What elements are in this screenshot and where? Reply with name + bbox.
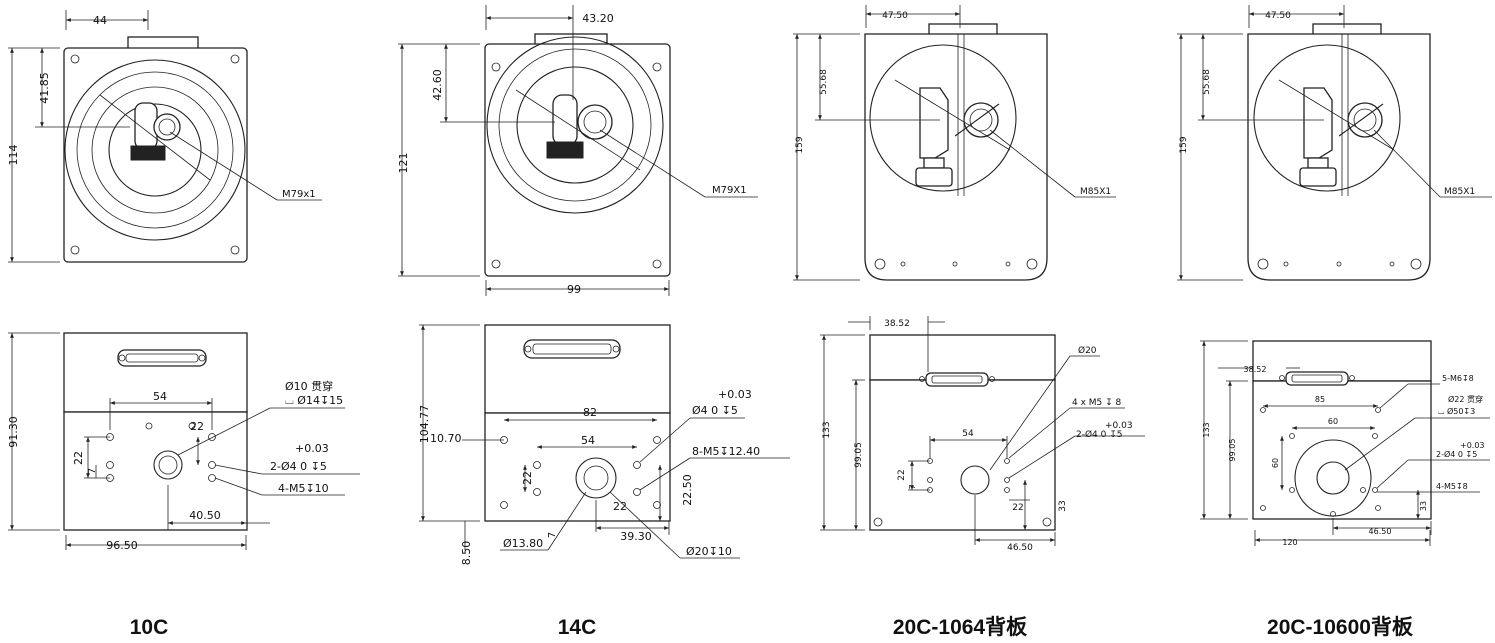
note-14c-through-hole: Ø13.80 bbox=[503, 537, 543, 550]
dim-14c-back-height: 104.77 bbox=[418, 405, 431, 444]
dim-20c1064-height: 159 bbox=[795, 136, 805, 153]
dim-20c1064-back-height: 133 bbox=[822, 421, 832, 438]
note-20c1064-through-hole: Ø20 bbox=[1078, 345, 1097, 356]
note-10c-pin-holes: 2-Ø4 0 ↧5 bbox=[270, 460, 327, 473]
dim-20c10600-thread: M85X1 bbox=[1444, 187, 1475, 197]
dim-20c1064-thread: M85X1 bbox=[1080, 187, 1111, 197]
dim-14c-offset-vertical: 22.50 bbox=[681, 474, 694, 506]
panel-20c-10600: 47.50 55.68 159 M85X1 bbox=[1177, 5, 1492, 639]
caption-10c: 10C bbox=[130, 616, 169, 639]
dim-20c1064-connector-offset: 38.52 bbox=[884, 319, 910, 329]
dim-10c-spacing-7: 7 bbox=[87, 468, 98, 474]
dim-20c10600-outer-spacing: 85 bbox=[1315, 395, 1325, 404]
dim-20c1064-hole-spacing: 54 bbox=[962, 429, 974, 439]
dim-14c-center-height: 42.60 bbox=[431, 69, 444, 101]
dim-20c1064-bottom-offset: 33 bbox=[1058, 500, 1068, 511]
dim-14c-bottom-offset: 8.50 bbox=[460, 541, 473, 566]
panel-14c: 43.20 42.60 121 M79X1 99 bbox=[397, 5, 790, 639]
note-14c-counterbore: Ø20↧10 bbox=[686, 545, 732, 558]
dim-10c-hole-spacing: 54 bbox=[153, 390, 167, 403]
caption-14c: 14C bbox=[558, 616, 597, 639]
dim-14c-center-offset: 43.20 bbox=[582, 12, 614, 25]
note-10c-screw-holes: 4-M5↧10 bbox=[278, 482, 329, 495]
note-20c10600-m5-holes: 4-M5↧8 bbox=[1436, 482, 1468, 491]
dim-10c-height: 114 bbox=[7, 145, 20, 166]
note-20c10600-m6-holes: 5-M6↧8 bbox=[1442, 374, 1474, 383]
caption-20c-10600: 20C-10600背板 bbox=[1267, 615, 1414, 639]
note-20c10600-tolerance: +0.03 bbox=[1460, 441, 1485, 450]
dim-10c-offset: 40.50 bbox=[189, 509, 221, 522]
note-20c1064-pin-holes: 2-Ø4 0 ↧5 bbox=[1076, 429, 1123, 440]
dim-10c-center-height: 41.85 bbox=[38, 72, 51, 104]
dim-20c10600-side-offset: 46.50 bbox=[1369, 527, 1392, 536]
dim-10c-thread: M79x1 bbox=[282, 189, 316, 200]
front-view-20c-10600: 47.50 55.68 159 M85X1 bbox=[1177, 5, 1492, 281]
note-14c-screw-holes: 8-M5↧12.40 bbox=[692, 445, 760, 458]
note-20c10600-pin-holes: 2-Ø4 0 ↧5 bbox=[1436, 449, 1477, 459]
note-20c10600-counterbore: ⌴ Ø50↧3 bbox=[1438, 406, 1475, 416]
dim-20c10600-vertical-spacing: 60 bbox=[1271, 458, 1280, 468]
note-20c1064-tolerance: +0.03 bbox=[1105, 421, 1133, 431]
dim-20c10600-back-width: 120 bbox=[1282, 538, 1297, 547]
dim-14c-side-offset: 10.70 bbox=[430, 432, 462, 445]
note-10c-tolerance: +0.03 bbox=[295, 442, 329, 455]
note-10c-through-hole: Ø10 贯穿 bbox=[285, 379, 333, 393]
dim-10c-back-width: 96.50 bbox=[106, 539, 138, 552]
dim-20c1064-center-offset: 47.50 bbox=[882, 11, 908, 21]
panel-10c: 44 41.85 114 M79x1 bbox=[7, 10, 360, 639]
dim-20c10600-center-offset: 47.50 bbox=[1265, 11, 1291, 21]
dim-20c10600-back-height: 133 bbox=[1202, 422, 1211, 437]
dim-20c1064-plate-height: 99.05 bbox=[854, 442, 864, 468]
dim-14c-offset: 39.30 bbox=[620, 530, 652, 543]
back-view-14c: 104.77 10.70 82 54 +0.03 Ø4 0 ↧5 8-M5↧12… bbox=[418, 324, 790, 566]
dim-14c-inner-spacing: 54 bbox=[581, 434, 595, 447]
dim-20c10600-center-height: 55.68 bbox=[1202, 69, 1212, 95]
note-20c1064-screw-holes: 4 x M5 ↧ 8 bbox=[1072, 398, 1122, 408]
dim-14c-spacing-7: 7 bbox=[547, 532, 558, 538]
dim-20c10600-connector-offset: 38.52 bbox=[1244, 365, 1267, 374]
back-view-20c-1064: 38.52 Ø20 4 x M5 ↧ 8 +0.03 2-Ø4 0 ↧5 54 … bbox=[820, 316, 1145, 553]
dim-20c10600-inner-spacing: 60 bbox=[1328, 417, 1338, 426]
dim-20c10600-height: 159 bbox=[1179, 136, 1189, 153]
back-view-10c: Ø10 贯穿 ⌴ Ø14↧15 54 22 +0.03 2-Ø4 0 ↧5 22… bbox=[7, 332, 360, 552]
dim-14c-spacing-22-bottom: 22 bbox=[613, 500, 627, 513]
note-20c10600-through-hole: Ø22 贯穿 bbox=[1448, 394, 1483, 404]
dim-20c10600-plate-height: 99.05 bbox=[1228, 439, 1237, 462]
front-view-10c: 44 41.85 114 M79x1 bbox=[7, 10, 322, 263]
caption-20c-1064: 20C-1064背板 bbox=[893, 615, 1028, 639]
dim-14c-spacing-22-left: 22 bbox=[521, 471, 534, 485]
dim-10c-spacing-22-left: 22 bbox=[72, 451, 85, 465]
dim-20c1064-spacing-22-bottom: 22 bbox=[1012, 503, 1023, 513]
dim-14c-outer-spacing: 82 bbox=[583, 406, 597, 419]
note-14c-pin-holes: Ø4 0 ↧5 bbox=[692, 404, 738, 417]
front-view-20c-1064: 47.50 55.68 159 M85X1 bbox=[793, 5, 1116, 281]
dim-10c-width: 44 bbox=[93, 14, 107, 27]
dim-20c1064-spacing-7: 7 bbox=[908, 484, 917, 489]
dim-14c-thread: M79X1 bbox=[712, 185, 747, 196]
dim-10c-spacing-22-right: 22 bbox=[190, 420, 204, 433]
dim-20c1064-side-offset: 46.50 bbox=[1007, 543, 1033, 553]
dim-10c-back-height: 91.30 bbox=[7, 416, 20, 448]
note-14c-tolerance: +0.03 bbox=[718, 388, 752, 401]
dim-14c-width: 99 bbox=[567, 283, 581, 296]
dim-14c-height: 121 bbox=[397, 153, 410, 174]
dim-20c1064-spacing-22-left: 22 bbox=[897, 469, 907, 480]
front-view-14c: 43.20 42.60 121 M79X1 99 bbox=[397, 5, 758, 296]
note-10c-counterbore: ⌴ Ø14↧15 bbox=[285, 394, 343, 407]
panel-20c-1064: 47.50 55.68 159 M85X1 bbox=[793, 5, 1145, 639]
back-view-20c-10600: 38.52 5-M6↧8 Ø22 贯穿 ⌴ Ø50↧3 85 60 +0.03 … bbox=[1200, 340, 1490, 547]
dim-20c10600-bottom-offset: 33 bbox=[1419, 501, 1428, 511]
dim-20c1064-center-height: 55.68 bbox=[819, 69, 829, 95]
